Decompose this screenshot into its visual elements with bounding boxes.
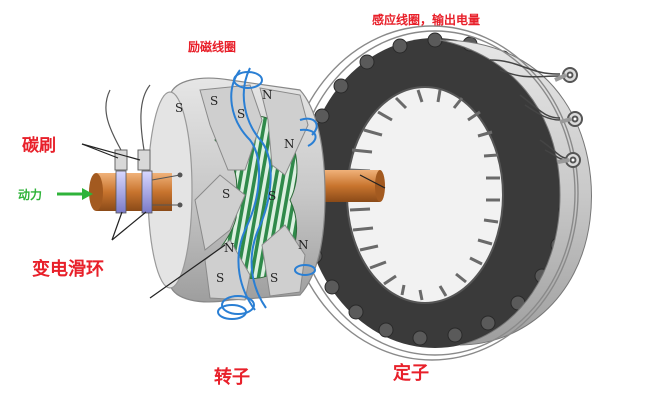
- stator: [285, 25, 592, 361]
- pole-labels: S N S N S S N N S S S: [175, 88, 309, 285]
- slip-ring-label: 变电滑环: [32, 259, 104, 280]
- power-arrow: [57, 188, 93, 200]
- rotor: S N S N S S N N S S S: [147, 67, 326, 320]
- pole-label: S: [270, 271, 278, 285]
- pole-label: S: [268, 189, 276, 203]
- power-label: 动力: [18, 188, 43, 202]
- rotor-label: 转子: [214, 367, 250, 388]
- claw-poles: [194, 84, 309, 301]
- carbon-brush-label: 碳刷: [22, 136, 56, 156]
- terminal-ring-icons: [562, 67, 583, 168]
- label-pointers: [81, 143, 386, 299]
- excitation-coil-label: 励磁线圈: [188, 40, 237, 54]
- induction-coil-label: 感应线圈，输出电量: [372, 13, 481, 27]
- field-coil: [217, 67, 318, 320]
- pole-label: S: [175, 101, 183, 115]
- pole-label: S: [222, 187, 230, 201]
- pole-label: N: [284, 137, 295, 151]
- pole-label: N: [298, 238, 309, 252]
- pole-label: S: [237, 107, 245, 121]
- pole-label: S: [210, 94, 218, 108]
- pole-label: N: [224, 241, 235, 255]
- pole-label: N: [262, 88, 273, 102]
- slip-ring-assembly: [89, 84, 183, 214]
- stator-label: 定子: [393, 363, 429, 384]
- pole-label: S: [216, 271, 224, 285]
